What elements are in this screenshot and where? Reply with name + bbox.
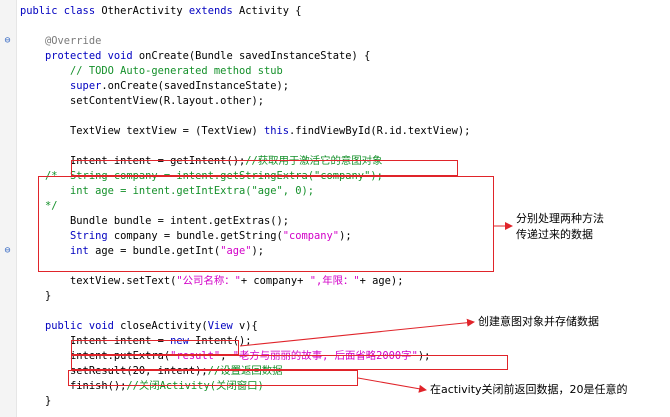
code-token: this (263, 125, 290, 137)
code-line: // TODO Auto-generated method stub (20, 64, 283, 79)
code-token: setContentView(R.layout.other); (20, 95, 264, 107)
code-token: finish(); (20, 380, 127, 392)
code-token: "age" (220, 245, 252, 257)
code-token: int (20, 245, 96, 257)
code-line: String company = bundle.getString("compa… (20, 229, 352, 244)
code-line: setResult(20, intent);//设置返回数据 (20, 364, 283, 379)
code-line: protected void onCreate(Bundle savedInst… (20, 49, 370, 64)
code-token: .onCreate(savedInstanceState); (101, 80, 289, 92)
code-token: ",年限：" (309, 275, 360, 287)
code-token: "老方与丽丽的故事, 后面省略2000字" (232, 350, 418, 362)
code-token: age = bundle.getInt( (95, 245, 221, 257)
code-token: String (20, 230, 114, 242)
code-line: Bundle bundle = intent.getExtras(); (20, 214, 289, 229)
code-token: } (20, 395, 52, 407)
code-line: public class OtherActivity extends Activ… (20, 4, 302, 19)
code-token: public class (20, 5, 102, 17)
code-token: company = bundle.getString( (113, 230, 283, 242)
code-token: public void (20, 320, 121, 332)
code-token: @Override (20, 35, 102, 47)
code-token: //获取用于激活它的意图对象 (245, 155, 383, 167)
code-token: + company+ (240, 275, 310, 287)
code-token: new (170, 335, 196, 347)
code-line: /* String company = intent.getStringExtr… (20, 169, 383, 184)
code-line: super.onCreate(savedInstanceState); (20, 79, 289, 94)
code-token: closeActivity( (120, 320, 208, 332)
code-line: public void closeActivity(View v){ (20, 319, 258, 334)
code-token: //设置返回数据 (207, 365, 283, 377)
code-token: "公司名称：" (176, 275, 241, 287)
code-token: ); (417, 350, 431, 362)
code-line: intent.putExtra("result", "老方与丽丽的故事, 后面省… (20, 349, 430, 364)
code-token: "result" (170, 350, 221, 362)
code-token: int age = intent.getIntExtra("age", 0); (20, 185, 315, 197)
code-line: int age = intent.getIntExtra("age", 0); (20, 184, 314, 199)
code-line: Intent intent = new Intent(); (20, 334, 251, 349)
code-token: Bundle bundle = intent.getExtras(); (20, 215, 289, 227)
code-token: OtherActivity (101, 5, 189, 17)
code-line: @Override (20, 34, 101, 49)
code-token: Intent intent = (20, 335, 171, 347)
code-token: "company" (282, 230, 340, 242)
code-token: , (220, 350, 233, 362)
code-line: finish();//关闭Activity(关闭窗口) (20, 379, 264, 394)
code-token: textView.setText( (20, 275, 177, 287)
code-line: Intent intent = getIntent();//获取用于激活它的意图… (20, 154, 382, 169)
line-gutter: ⊖⊖ (0, 0, 17, 417)
code-token: ); (339, 230, 352, 242)
code-token: super (20, 80, 102, 92)
code-token: View (207, 320, 239, 332)
code-token: v){ (238, 320, 258, 332)
code-line: } (20, 289, 51, 304)
code-token: //关闭Activity(关闭窗口) (126, 380, 264, 392)
code-token: + age); (359, 275, 404, 287)
collapse-icon[interactable]: ⊖ (4, 245, 11, 256)
code-line: } (20, 394, 51, 409)
code-line: setContentView(R.layout.other); (20, 94, 264, 109)
code-line: TextView textView = (TextView) this.find… (20, 124, 470, 139)
code-token: extends (188, 5, 239, 17)
code-token: // TODO Auto-generated method stub (20, 65, 283, 77)
code-line: textView.setText("公司名称："+ company+ ",年限：… (20, 274, 403, 289)
code-token: } (20, 290, 52, 302)
code-token: .findViewById(R.id.textView); (289, 125, 471, 137)
code-line: int age = bundle.getInt("age"); (20, 244, 264, 259)
code-token: onCreate(Bundle savedInstanceState) { (138, 50, 371, 62)
code-token: Intent(); (195, 335, 252, 347)
code-line: */ (20, 199, 58, 214)
code-token: intent.putExtra( (20, 350, 171, 362)
code-token: Intent intent = getIntent(); (20, 155, 246, 167)
code-token: setResult(20, intent); (20, 365, 208, 377)
code-token: TextView textView = (TextView) (20, 125, 264, 137)
code-token: /* String company = intent.getStringExtr… (20, 170, 383, 182)
code-token: protected void (20, 50, 139, 62)
code-token: ); (251, 245, 264, 257)
collapse-icon[interactable]: ⊖ (4, 35, 11, 46)
code-token: Activity { (238, 5, 302, 17)
code-token: */ (20, 200, 58, 212)
